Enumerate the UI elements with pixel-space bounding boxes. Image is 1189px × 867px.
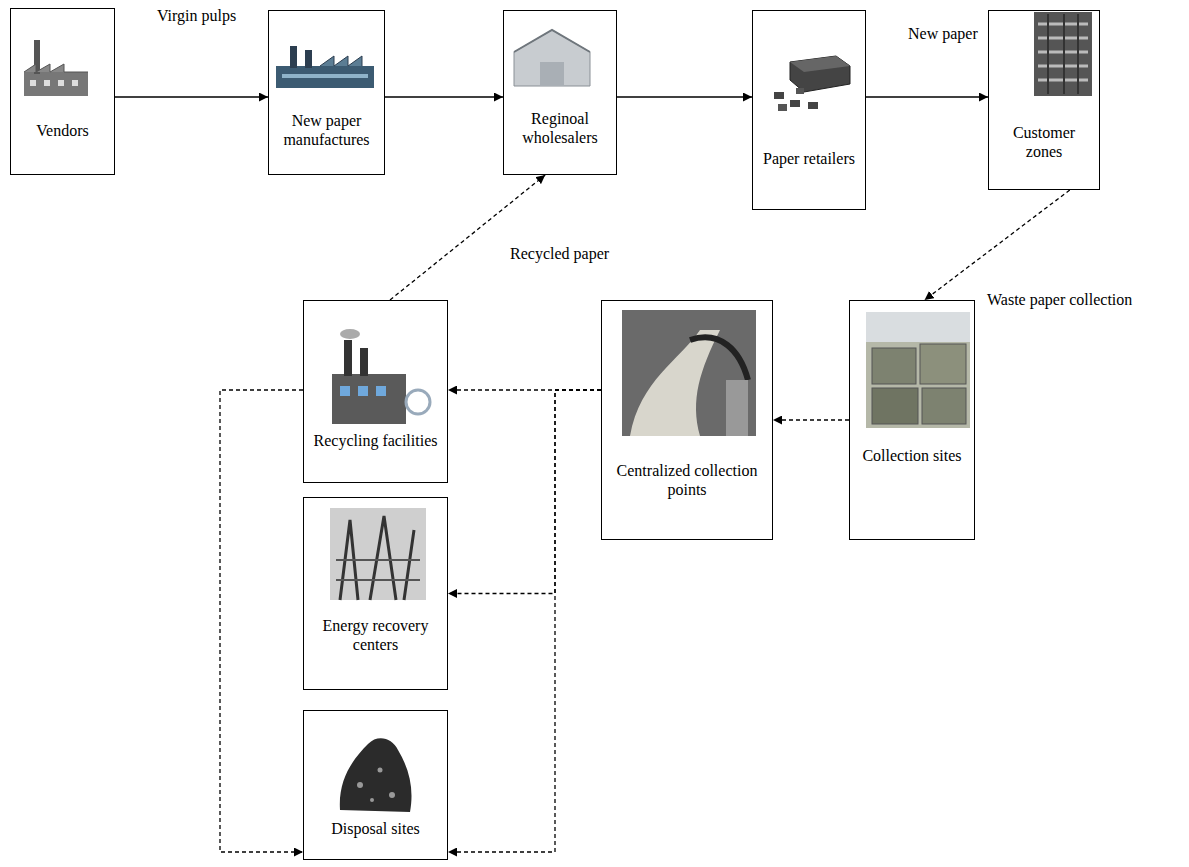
process-box: Recycling facilities xyxy=(303,300,448,483)
node-label: Collection sites xyxy=(850,446,974,465)
paper-mill-icon xyxy=(276,46,374,88)
process-box: Paper retailers xyxy=(752,10,866,210)
node-label: New paper manufactures xyxy=(269,111,384,149)
plant-photo xyxy=(330,508,426,600)
node-label: Centralized collection points xyxy=(602,461,772,499)
node-label: Customer zones xyxy=(989,123,1099,161)
flow-arrow xyxy=(866,96,988,97)
node-label: Disposal sites xyxy=(304,819,447,838)
flow-arrow xyxy=(448,390,601,852)
flow-arrow xyxy=(115,96,268,97)
recycling-plant-icon xyxy=(332,329,430,424)
edge-label: Waste paper collection xyxy=(985,290,1134,309)
process-box: Collection sites xyxy=(849,300,975,540)
flow-arrow xyxy=(617,96,752,97)
process-box: Centralized collection points xyxy=(601,300,773,540)
edge-label: Virgin pulps xyxy=(155,6,238,25)
node-label: Recycling facilities xyxy=(304,431,447,450)
process-box: Reginoal wholesalers xyxy=(503,10,617,175)
shelves-photo xyxy=(1034,12,1092,96)
retail-icon xyxy=(774,56,850,111)
node-label: Reginoal wholesalers xyxy=(504,109,616,147)
factory-icon xyxy=(24,40,88,96)
flow-arrow xyxy=(448,390,601,594)
process-box: New paper manufactures xyxy=(268,10,385,175)
bales-photo xyxy=(866,312,970,428)
node-label: Energy recovery centers xyxy=(304,616,447,654)
process-box: Vendors xyxy=(10,8,115,175)
process-box: Energy recovery centers xyxy=(303,497,448,690)
flow-arrow xyxy=(390,175,545,300)
baler-photo xyxy=(622,310,756,436)
flow-arrow xyxy=(220,390,303,852)
process-box: Customer zones xyxy=(988,10,1100,190)
process-box: Disposal sites xyxy=(303,710,448,860)
flow-arrow xyxy=(773,419,849,420)
node-label: Vendors xyxy=(11,121,114,140)
warehouse-icon xyxy=(514,30,590,86)
flow-arrow xyxy=(385,96,503,97)
edge-label: New paper xyxy=(906,24,980,43)
edge-label: Recycled paper xyxy=(508,244,611,263)
flow-arrow xyxy=(925,190,1070,300)
node-label: Paper retailers xyxy=(753,149,865,168)
landfill-icon xyxy=(340,738,412,812)
